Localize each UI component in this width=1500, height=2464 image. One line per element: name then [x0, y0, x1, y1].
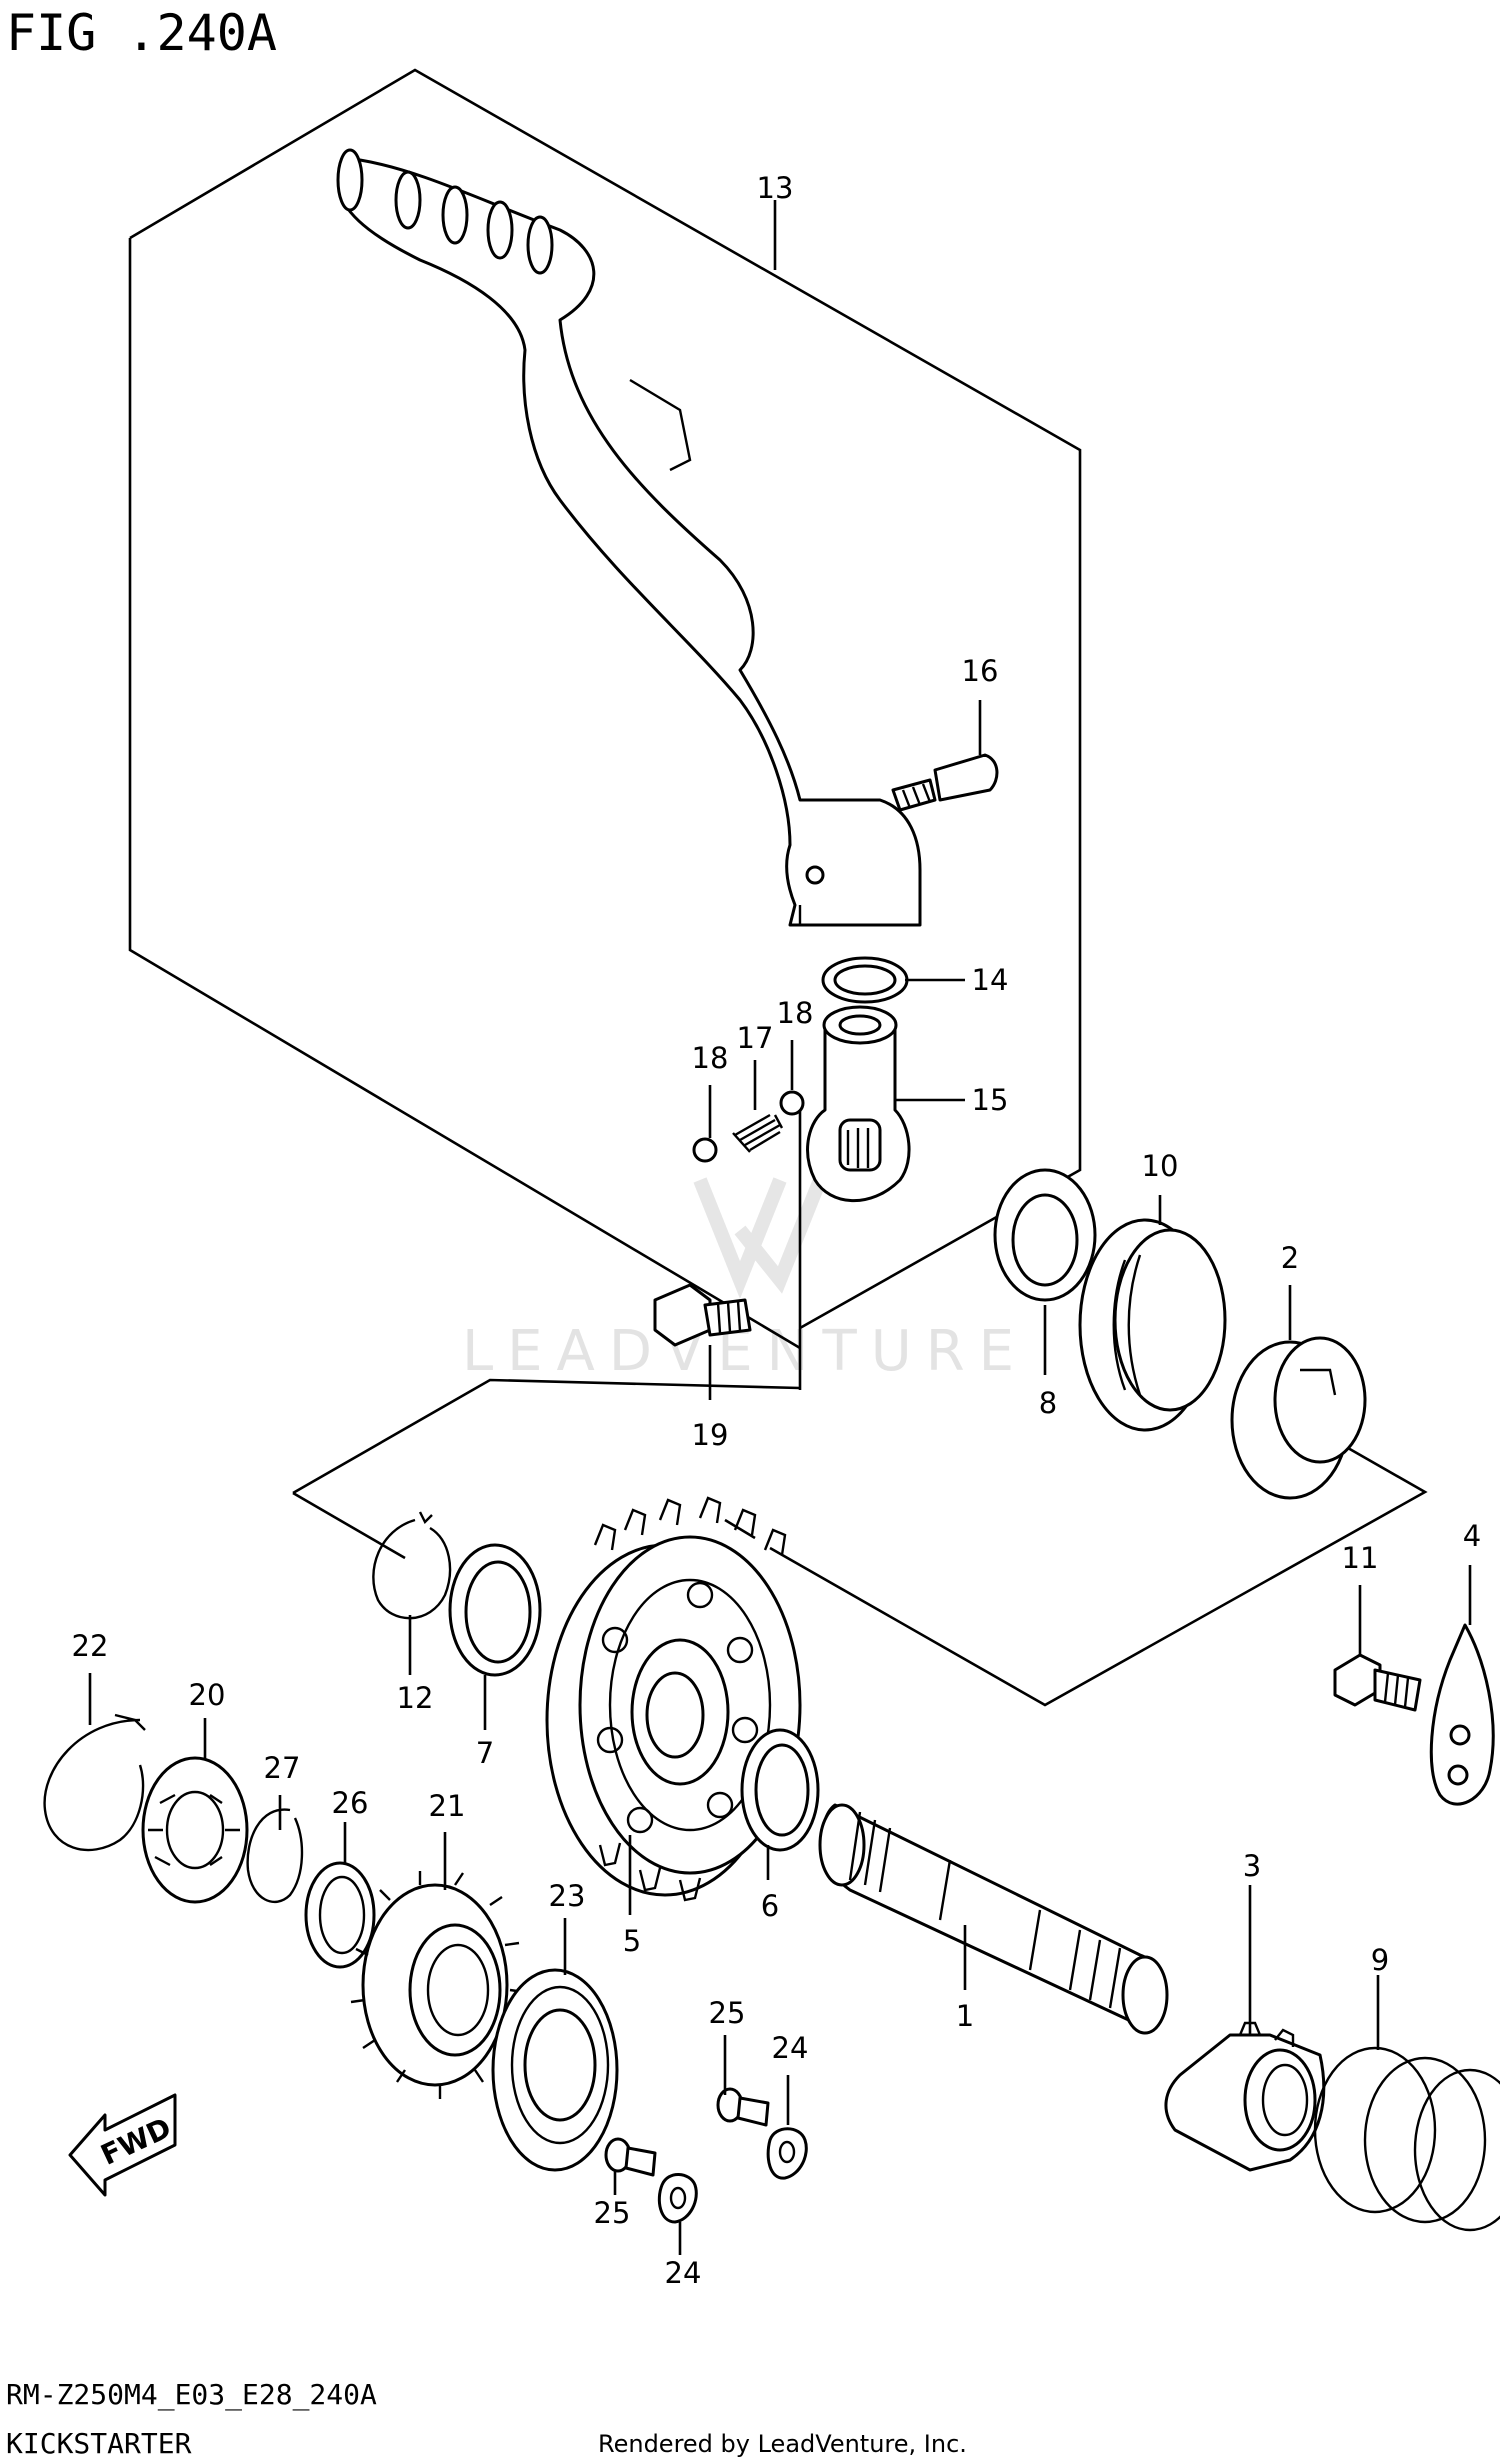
lever-boss	[806, 1005, 911, 1203]
screw-25b	[716, 2087, 770, 2127]
assembly-outline-lower	[292, 1378, 1428, 1707]
callout-21: 21	[429, 1789, 466, 1823]
washer-7	[448, 1543, 542, 1677]
spring-guide-10	[1078, 1218, 1227, 1432]
callout-10: 10	[1142, 1149, 1179, 1183]
oil-seal-8	[993, 1168, 1097, 1302]
plate-24b	[766, 2127, 808, 2180]
callout-24-left: 24	[665, 2256, 702, 2290]
callout-12: 12	[397, 1681, 434, 1715]
kick-spring-9	[1313, 2046, 1500, 2232]
washer-26	[304, 1861, 376, 1969]
callout-24-right: 24	[772, 2031, 809, 2065]
watermark: LEADVENTURE	[462, 1177, 1014, 1384]
assembly-outline-upper	[128, 68, 1082, 1350]
callout-14: 14	[972, 963, 1009, 997]
callout-17: 17	[737, 1021, 774, 1055]
kick-lever	[336, 148, 922, 927]
kick-shaft-1	[818, 1803, 1169, 2035]
bolt-19	[653, 1283, 752, 1347]
fwd-arrow: FWD	[68, 2093, 177, 2197]
callout-11: 11	[1342, 1541, 1379, 1575]
callout-22: 22	[72, 1629, 109, 1663]
screw-25a	[604, 2137, 657, 2177]
callout-2: 2	[1281, 1241, 1299, 1275]
callout-23: 23	[549, 1879, 586, 1913]
callout-5: 5	[623, 1924, 641, 1958]
callout-25-left: 25	[594, 2196, 631, 2230]
figure-caption: KICKSTARTER	[6, 2427, 192, 2460]
plate-24a	[657, 2173, 698, 2224]
callouts: 13 16 14 15 17 18 18 19 8 10 2 11 4 12 7…	[72, 171, 1482, 2290]
callout-7: 7	[476, 1736, 494, 1770]
washer-14	[821, 956, 909, 1004]
callout-9: 9	[1371, 1943, 1389, 1977]
stopper-washer-20	[141, 1756, 249, 1904]
spring-17	[732, 1113, 784, 1153]
callout-15: 15	[972, 1083, 1009, 1117]
ratchet-3	[1164, 2021, 1326, 2172]
ball-18a	[692, 1137, 718, 1163]
washer-6	[740, 1728, 820, 1852]
callout-18-right: 18	[777, 996, 814, 1030]
figure-title: FIG .240A	[6, 4, 277, 62]
collar-2	[1230, 1336, 1367, 1500]
circlip-27	[246, 1808, 304, 1904]
bearing-23	[491, 1968, 619, 2172]
callout-8: 8	[1039, 1386, 1057, 1420]
callout-16: 16	[962, 654, 999, 688]
circlip-12	[372, 1511, 452, 1620]
circlip-22	[43, 1713, 146, 1852]
callout-6: 6	[761, 1889, 779, 1923]
render-credit: Rendered by LeadVenture, Inc.	[598, 2430, 967, 2458]
figure-code: RM-Z250M4_E03_E28_240A	[6, 2378, 377, 2412]
stopper-plate-4	[1429, 1623, 1495, 1806]
callout-20: 20	[189, 1678, 226, 1712]
callout-26: 26	[332, 1786, 369, 1820]
leader-lines	[88, 200, 1472, 2255]
ball-18b	[779, 1090, 805, 1116]
callout-19: 19	[692, 1418, 729, 1452]
idle-gear-21	[350, 1871, 525, 2099]
callout-25-right: 25	[709, 1996, 746, 2030]
callout-18-left: 18	[692, 1041, 729, 1075]
callout-27: 27	[264, 1751, 301, 1785]
callout-3: 3	[1243, 1849, 1261, 1883]
callout-13: 13	[757, 171, 794, 205]
callout-4: 4	[1463, 1519, 1481, 1553]
callout-1: 1	[956, 1999, 974, 2033]
bolt-16	[891, 753, 999, 812]
bolt-11	[1333, 1653, 1422, 1712]
